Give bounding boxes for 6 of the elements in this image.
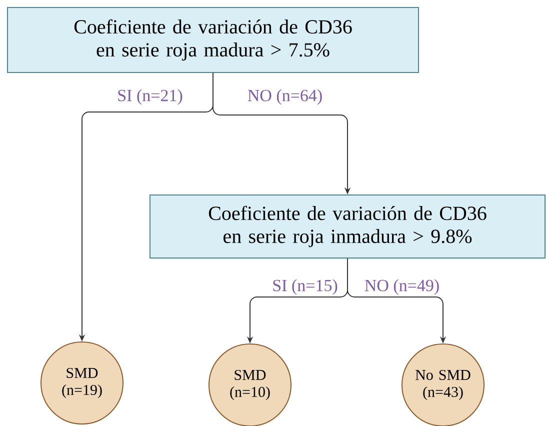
edge-label: SI (n=15): [271, 278, 339, 296]
decision-box: Coeficiente de variación de CD36 en serie roja inmadura > 9.8%: [150, 194, 546, 258]
edge-label: NO (n=49): [363, 278, 441, 296]
edge-label: NO (n=64): [246, 88, 324, 106]
edge-label: SI (n=21): [116, 88, 184, 106]
decision-box: Coeficiente de variación de CD36 en serie roja madura > 7.5%: [7, 7, 419, 73]
